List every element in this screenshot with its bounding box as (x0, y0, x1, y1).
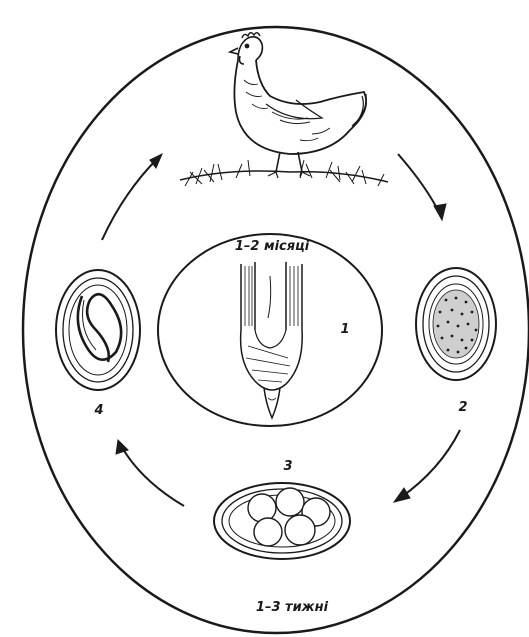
development-period-label: 1–3 тижні (256, 600, 329, 615)
egg-unsegmented-icon (416, 268, 496, 380)
egg-cluster-icon (214, 483, 350, 559)
intestine-worm-icon (241, 262, 303, 418)
stage-number-4: 4 (93, 403, 103, 418)
stage-number-3: 3 (283, 459, 292, 474)
arrow-egg-4-to-hen (102, 158, 158, 240)
arrow-hen-to-egg-2 (398, 154, 440, 214)
host-period-label: 1–2 місяці (235, 239, 310, 254)
stage-number-2: 2 (458, 400, 467, 415)
hen-icon (180, 33, 388, 186)
cycle-arrows (102, 154, 460, 506)
arrow-egg-3-to-egg-4 (120, 444, 184, 506)
egg-larva-icon (56, 270, 140, 390)
stage-number-1: 1 (340, 322, 349, 337)
arrow-egg-2-to-egg-3 (400, 430, 460, 498)
